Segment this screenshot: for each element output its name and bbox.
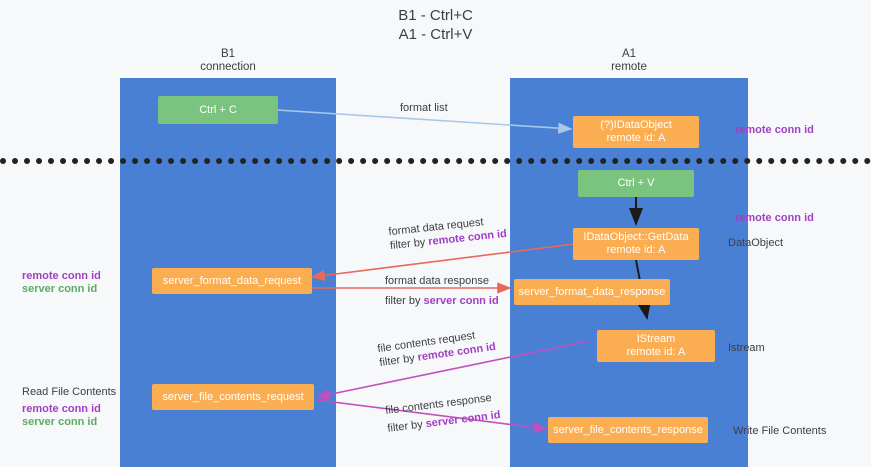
arrow-format-data-request	[310, 243, 575, 281]
side-label-left-remote-conn-id-mid: remote conn id	[22, 270, 101, 282]
node-istream-line-2: remote id: A	[626, 346, 686, 358]
column-header-b1-name: B1	[220, 48, 236, 60]
node-server-file-contents-response-label: server_file_contents_response	[553, 423, 703, 436]
arrow-file-contents-response	[316, 399, 548, 433]
node-istream[interactable]: IStream remote id: A	[597, 330, 715, 362]
side-label-dataobject: DataObject	[728, 237, 784, 249]
node-idataobject-line-2: remote id: A	[606, 132, 666, 144]
diagram-title-line-1: B1 - Ctrl+C	[398, 7, 473, 24]
node-server-format-data-request-label: server_format_data_request	[162, 274, 302, 287]
column-header-b1-role: connection	[200, 61, 256, 73]
filter-key-server-conn-id-1: server conn id	[423, 295, 499, 307]
edge-label-format-list: format list	[400, 102, 448, 114]
side-label-remote-conn-id-mid: remote conn id	[735, 212, 814, 224]
node-server-file-contents-request-label: server_file_contents_request	[162, 390, 304, 403]
node-server-file-contents-request[interactable]: server_file_contents_request	[152, 384, 314, 410]
node-idataobject[interactable]: (?)IDataObject remote id: A	[573, 116, 699, 148]
arrow-file-contents-request	[315, 340, 589, 400]
node-ctrl-v-label: Ctrl + V	[617, 177, 655, 189]
node-server-format-data-request[interactable]: server_format_data_request	[152, 268, 312, 294]
node-getdata-line-2: remote id: A	[606, 244, 666, 256]
side-label-left-remote-conn-id-bot: remote conn id	[22, 403, 101, 415]
node-ctrl-c-label: Ctrl + C	[199, 103, 237, 116]
node-istream-line-1: IStream	[636, 333, 676, 345]
node-idataobject-getdata[interactable]: IDataObject::GetData remote id: A	[573, 228, 699, 260]
side-label-write-file-contents: Write File Contents	[733, 425, 827, 437]
side-label-istream: Istream	[728, 342, 765, 354]
node-idataobject-line-1: (?)IDataObject	[600, 119, 672, 131]
arrow-format-list	[276, 109, 573, 134]
node-server-format-data-response-label: server_format_data_response	[518, 285, 666, 298]
edge-label-format-data-response-filter: filter by server conn id	[385, 294, 499, 308]
column-header-a1: A1 remote	[510, 48, 748, 74]
diagram-title: B1 - Ctrl+C A1 - Ctrl+V	[0, 6, 871, 44]
side-label-left-server-conn-id-bot: server conn id	[22, 416, 98, 428]
filter-prefix-1: filter by	[389, 236, 429, 253]
side-label-remote-conn-id-top: remote conn id	[735, 124, 814, 136]
node-server-format-data-response[interactable]: server_format_data_response	[514, 279, 670, 305]
node-ctrl-c[interactable]: Ctrl + C	[158, 96, 278, 124]
filter-prefix-2: filter by	[385, 295, 424, 307]
phase-divider	[0, 158, 871, 164]
edge-label-format-data-response: format data response filter by server co…	[385, 274, 499, 308]
column-header-a1-name: A1	[621, 48, 637, 60]
node-server-file-contents-response[interactable]: server_file_contents_response	[548, 417, 708, 443]
edge-label-format-data-response-main: format data response	[385, 275, 489, 287]
diagram-title-line-2: A1 - Ctrl+V	[398, 26, 473, 43]
column-header-a1-role: remote	[611, 61, 647, 73]
column-header-b1: B1 connection	[120, 48, 336, 74]
side-label-read-file-contents: Read File Contents	[22, 386, 117, 398]
node-getdata-line-1: IDataObject::GetData	[583, 231, 689, 243]
side-label-left-server-conn-id-mid: server conn id	[22, 283, 98, 295]
node-ctrl-v[interactable]: Ctrl + V	[578, 170, 694, 197]
